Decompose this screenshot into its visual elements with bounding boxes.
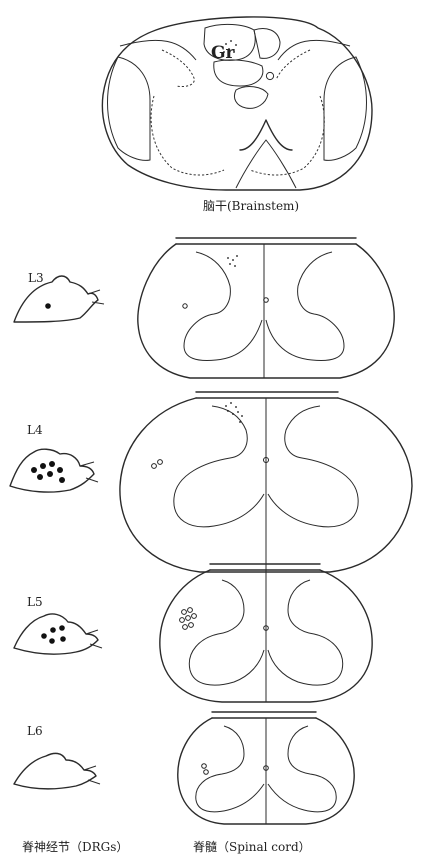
drgs-caption: 脊神经节（DRGs） <box>22 838 128 855</box>
l3-label: L3 <box>28 271 44 285</box>
spinal-cord-l5 <box>160 564 372 702</box>
l4-label: L4 <box>27 423 43 437</box>
drg-l6 <box>14 753 100 788</box>
spinal-cord-l6 <box>178 712 354 824</box>
drg-l5 <box>14 614 102 654</box>
brainstem-caption: 脑干(Brainstem) <box>203 197 299 214</box>
spinal-cord-l3 <box>138 238 394 378</box>
brainstem-section <box>102 17 372 190</box>
spinal-cord-l4 <box>120 392 412 572</box>
spinal-cord-caption: 脊髓（Spinal cord） <box>193 838 311 855</box>
gracile-nucleus-label: Gr <box>211 43 234 63</box>
l5-label: L5 <box>27 595 43 609</box>
l6-label: L6 <box>27 724 43 738</box>
drg-l4 <box>10 449 98 492</box>
